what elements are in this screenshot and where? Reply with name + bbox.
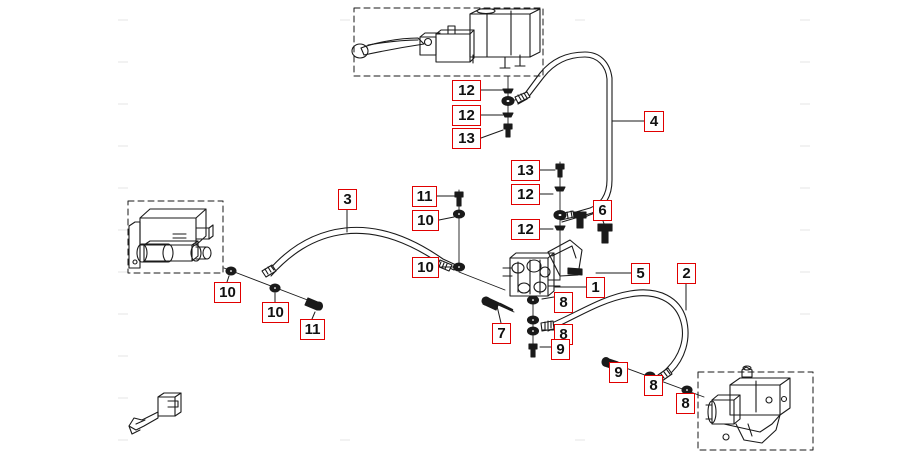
leader-lines — [226, 89, 688, 396]
callout-2[interactable]: 2 — [677, 263, 696, 284]
grid-ticks — [118, 19, 810, 441]
bleeder-bolt-7 — [481, 296, 515, 313]
callout-12-c[interactable]: 12 — [511, 184, 540, 205]
rear-caliper-dashed-box — [697, 371, 814, 451]
left-pipe-fasteners — [223, 266, 324, 311]
callout-13-b[interactable]: 13 — [511, 160, 540, 181]
lower-fastener-stack — [526, 295, 540, 358]
callout-10-c[interactable]: 10 — [214, 282, 241, 303]
callout-1[interactable]: 1 — [586, 277, 605, 298]
callout-11-b[interactable]: 11 — [300, 319, 325, 340]
abs-modulator-dashed-box — [127, 200, 224, 274]
callout-7[interactable]: 7 — [492, 323, 511, 344]
callout-12-b[interactable]: 12 — [452, 105, 481, 126]
callout-12-a[interactable]: 12 — [452, 80, 481, 101]
callout-5[interactable]: 5 — [631, 263, 650, 284]
callout-3[interactable]: 3 — [338, 189, 357, 210]
brake-hose-3 — [261, 226, 457, 278]
callout-11-a[interactable]: 11 — [412, 186, 437, 207]
callout-9-b[interactable]: 9 — [609, 362, 628, 383]
callout-9-a[interactable]: 9 — [551, 339, 570, 360]
callout-8-c[interactable]: 8 — [644, 375, 663, 396]
callout-10-d[interactable]: 10 — [262, 302, 289, 323]
mid-banjo-fastener-stack — [553, 161, 567, 281]
distribution-joint-block — [502, 211, 613, 297]
abs-modulator-assembly — [128, 208, 214, 269]
upper-banjo-fastener-stack — [501, 75, 515, 138]
callout-13-a[interactable]: 13 — [452, 128, 481, 149]
callout-8-d[interactable]: 8 — [676, 393, 695, 414]
master-cylinder-dashed-box — [353, 7, 544, 77]
center-left-fastener-stack — [452, 189, 506, 291]
callout-6[interactable]: 6 — [593, 200, 612, 221]
callout-8-a[interactable]: 8 — [554, 292, 573, 313]
callout-10-b[interactable]: 10 — [412, 257, 439, 278]
hose-clamp-bracket — [128, 392, 182, 435]
callout-12-d[interactable]: 12 — [511, 219, 540, 240]
front-master-cylinder-assembly — [351, 7, 541, 69]
callout-10-a[interactable]: 10 — [412, 210, 439, 231]
rear-caliper-assembly — [705, 365, 791, 444]
callout-4[interactable]: 4 — [644, 111, 664, 132]
brake-hose-2 — [540, 289, 689, 382]
